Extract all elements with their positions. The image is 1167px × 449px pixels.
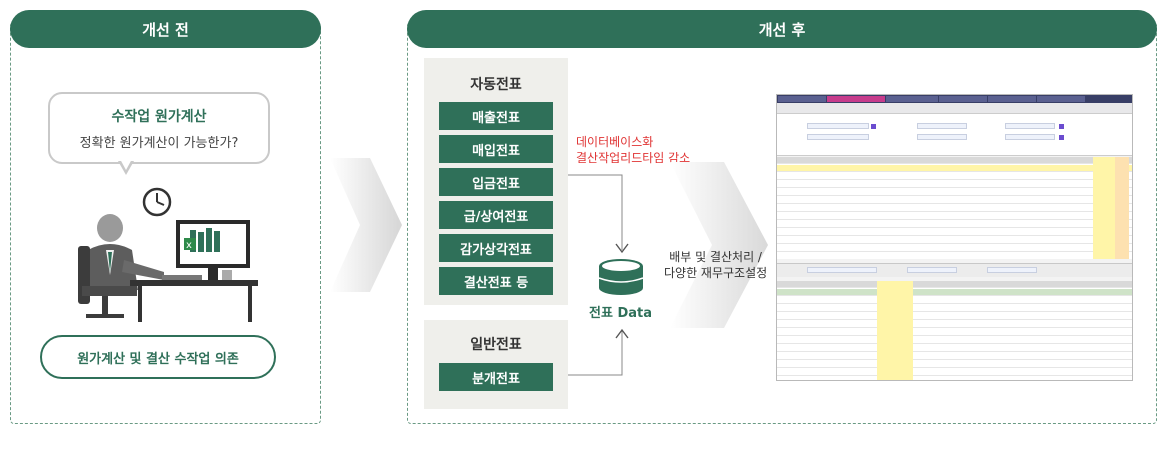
voucher-journal: 분개전표 <box>439 363 553 391</box>
database-benefit-note: 데이터베이스화 결산작업리드타임 감소 <box>576 134 690 166</box>
erp-search-form <box>777 114 1132 156</box>
general-voucher-title: 일반전표 <box>470 337 522 353</box>
erp-tab-strip <box>777 95 1132 103</box>
erp-tab <box>988 96 1036 102</box>
after-title: 개선 후 <box>407 10 1157 48</box>
distribution-note-line2: 다양한 재무구조설정 <box>664 266 768 280</box>
erp-tab <box>778 96 826 102</box>
voucher-closing: 결산전표 등 <box>439 267 553 295</box>
clock-icon <box>142 187 172 217</box>
speech-bubble: 수작업 원가계산 정확한 원가계산이 가능한가? <box>48 92 270 164</box>
erp-grid-bottom <box>777 281 1132 380</box>
voucher-depreciation: 감가상각전표 <box>439 234 553 262</box>
erp-screen-thumbnail <box>776 94 1133 381</box>
distribution-note-line1: 배부 및 결산처리 / <box>669 250 762 264</box>
svg-text:x: x <box>186 240 192 251</box>
voucher-data-label: 전표 Data <box>589 306 652 321</box>
voucher-sales: 매출전표 <box>439 102 553 130</box>
erp-grid-top <box>777 157 1132 259</box>
big-arrow-right-2-icon <box>670 162 768 328</box>
database-icon <box>598 259 644 295</box>
erp-toolbar <box>777 103 1132 114</box>
bubble-heading: 수작업 원가계산 <box>111 109 207 125</box>
erp-tab <box>1037 96 1085 102</box>
manual-dependency-badge: 원가계산 및 결산 수작업 의존 <box>40 335 276 379</box>
flow-connector-lines <box>568 174 629 376</box>
voucher-purchase: 매입전표 <box>439 135 553 163</box>
erp-tab-active <box>827 96 885 102</box>
before-title: 개선 전 <box>10 10 321 48</box>
bubble-tail-inner <box>120 159 132 170</box>
auto-voucher-group: 자동전표 매출전표 매입전표 입금전표 급/상여전표 감가상각전표 결산전표 등 <box>424 58 568 305</box>
bubble-question: 정확한 원가계산이 가능한가? <box>79 136 239 151</box>
general-voucher-group: 일반전표 분개전표 <box>424 320 568 409</box>
database-note-line1: 데이터베이스화 <box>576 135 654 149</box>
big-arrow-right-1-icon <box>330 158 402 292</box>
database-note-line2: 결산작업리드타임 감소 <box>576 151 691 165</box>
person-at-desk-illustration: x <box>78 187 258 322</box>
auto-voucher-title: 자동전표 <box>470 77 522 93</box>
erp-tab <box>939 96 987 102</box>
erp-tab <box>886 96 938 102</box>
voucher-deposit: 입금전표 <box>439 168 553 196</box>
erp-detail-filter <box>777 263 1132 277</box>
distribution-note: 배부 및 결산처리 / 다양한 재무구조설정 <box>664 249 767 281</box>
voucher-payroll: 급/상여전표 <box>439 201 553 229</box>
